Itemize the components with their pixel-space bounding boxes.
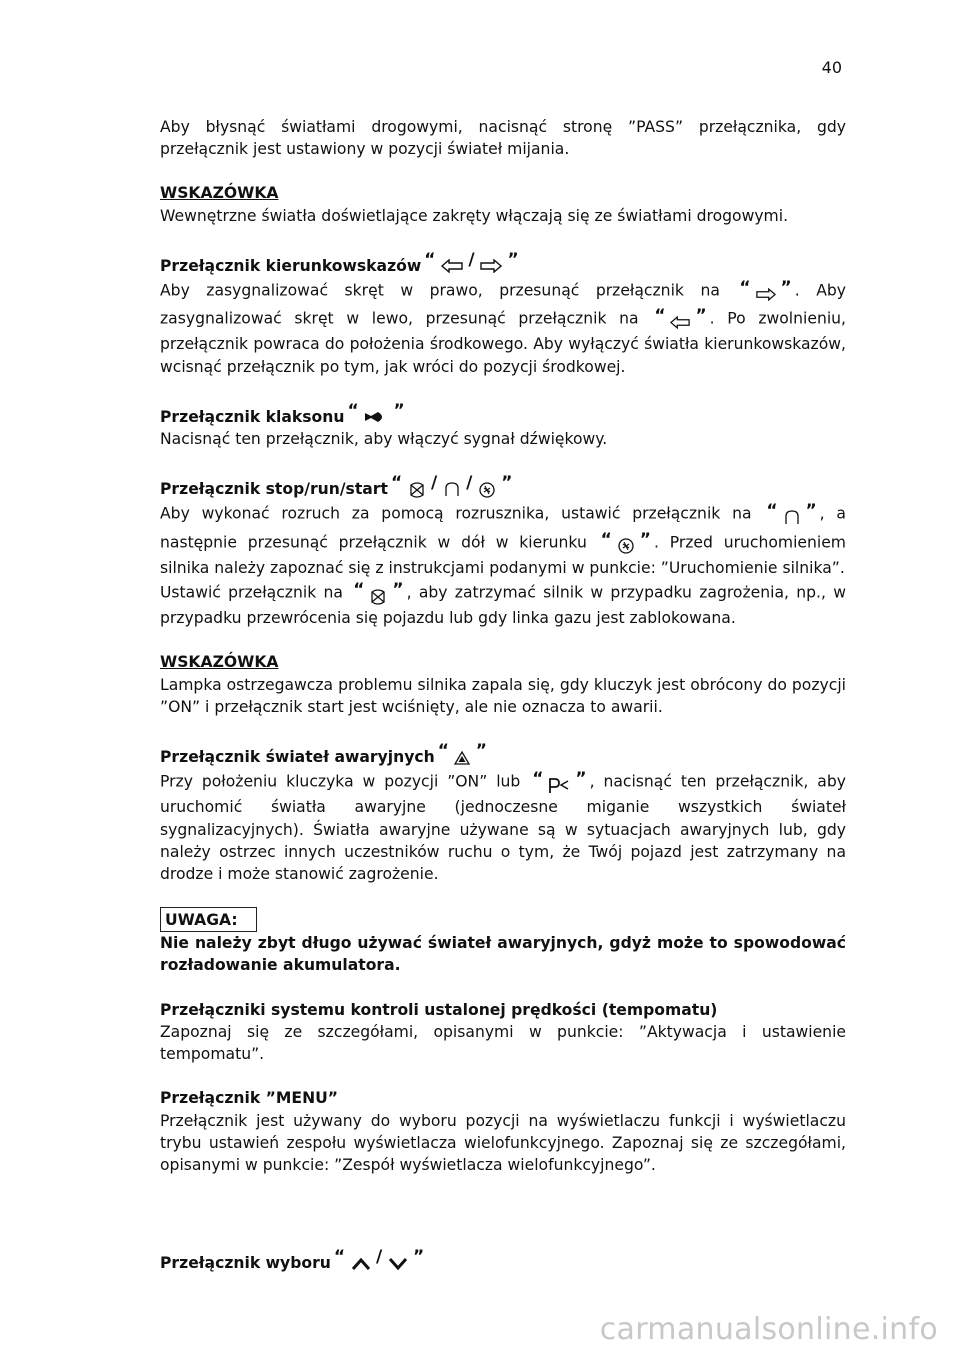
stop-run-start-heading: Przełącznik stop/run/start “ / / ” <box>160 473 513 499</box>
chevron-up-icon <box>351 1257 370 1270</box>
horn-heading: Przełącznik klaksonu “ ” <box>160 400 405 426</box>
select-heading: Przełącznik wyboru “ / ” <box>160 1247 425 1273</box>
pass-paragraph: Aby błysnąć światłami drogowymi, nacisną… <box>160 118 846 159</box>
turn-signal-text: Aby zasygnalizować skręt w prawo, przesu… <box>160 278 847 376</box>
page-content: Aby błysnąć światłami drogowymi, nacisną… <box>160 116 846 1274</box>
caution-label: UWAGA: <box>160 907 257 933</box>
horn-text: Nacisnąć ten przełącznik, aby włączyć sy… <box>160 430 608 449</box>
horn-icon <box>365 412 383 423</box>
watermark-text: carmanualsonline.info <box>599 1312 938 1347</box>
engine-start-icon <box>479 482 495 498</box>
menu-heading: Przełącznik ”MENU” <box>160 1089 339 1108</box>
stop-run-start-text-2: Ustawić przełącznik na “ ” , aby zatrzym… <box>160 580 846 628</box>
menu-text: Przełącznik jest używany do wyboru pozyc… <box>160 1111 846 1174</box>
hazard-text: Przy położeniu kluczyka w pozycji ”ON” l… <box>160 769 846 884</box>
arrow-left-outline-icon <box>440 259 463 274</box>
engine-stop-icon <box>371 588 386 605</box>
note-heading: WSKAZÓWKA <box>160 184 279 203</box>
parking-light-icon <box>549 777 569 793</box>
turn-signal-icons: “ / ” <box>424 249 519 277</box>
caution-label-box: UWAGA: <box>160 907 846 933</box>
cruise-heading: Przełączniki systemu kontroli ustalonej … <box>160 1000 718 1019</box>
page-number: 40 <box>821 58 842 77</box>
engine-run-icon <box>784 510 799 524</box>
engine-stop-icon <box>409 482 424 498</box>
engine-start-icon <box>618 538 634 554</box>
engine-run-icon <box>445 482 459 496</box>
arrow-right-outline-icon <box>480 259 502 274</box>
stop-run-start-text-1: Aby wykonać rozruch za pomocą rozrusznik… <box>160 501 846 577</box>
arrow-right-outline-icon <box>755 288 776 302</box>
caution-text: Nie należy zbyt długo używać świateł awa… <box>160 934 846 975</box>
cruise-text: Zapoznaj się ze szczegółami, opisanymi w… <box>160 1022 846 1064</box>
note-text: Lampka ostrzegawcza problemu silnika zap… <box>160 675 846 716</box>
hazard-triangle-icon <box>454 750 471 765</box>
arrow-left-outline-icon <box>670 316 691 330</box>
chevron-down-icon <box>388 1257 407 1270</box>
note-text: Wewnętrzne światła doświetlające zakręty… <box>160 206 789 225</box>
note-heading: WSKAZÓWKA <box>160 653 279 672</box>
turn-signal-heading: Przełącznik kierunkowskazów “ / ” <box>160 249 846 277</box>
hazard-heading: Przełącznik świateł awaryjnych “ ” <box>160 741 487 767</box>
